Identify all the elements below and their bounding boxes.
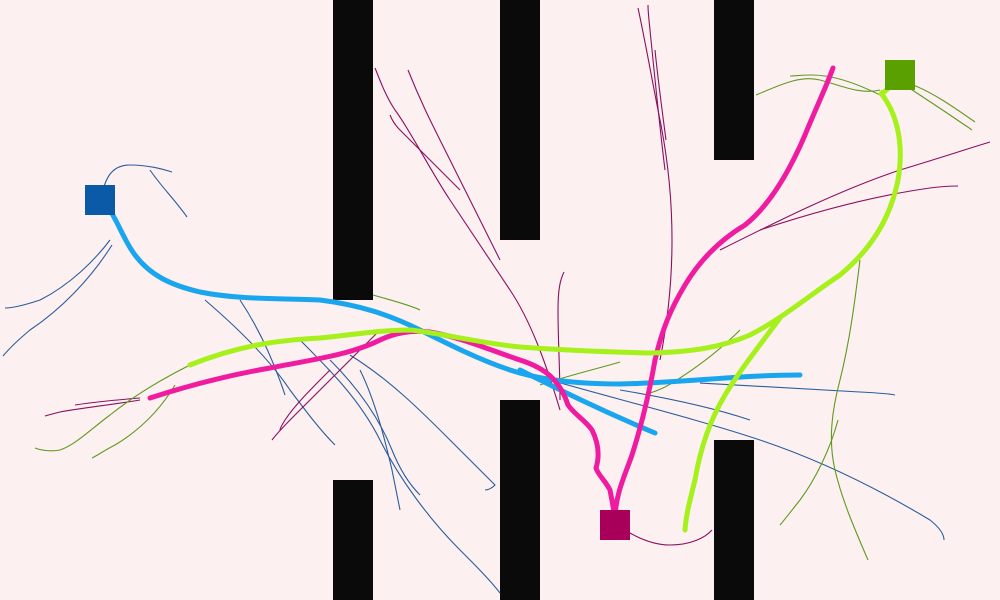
magenta-main-path-branch (612, 65, 836, 523)
obstacle-5 (714, 0, 754, 160)
green-main-path-branch (682, 315, 783, 533)
obstacles (333, 0, 754, 600)
blue-agent-marker (85, 185, 115, 215)
blue-main-path (97, 197, 803, 387)
magenta-agent-marker (600, 510, 630, 540)
obstacle-4 (500, 400, 540, 600)
magenta-main-path (147, 328, 618, 523)
blue-main-path-branch (517, 367, 658, 436)
green-branches (34, 74, 976, 561)
magenta-branches (44, 4, 991, 546)
obstacle-3 (500, 0, 540, 240)
obstacle-1 (333, 0, 373, 300)
obstacle-6 (714, 440, 754, 600)
obstacle-2 (333, 480, 373, 600)
green-agent-marker (885, 60, 915, 90)
blue-branches (2, 164, 945, 594)
green-main-path (187, 72, 903, 368)
